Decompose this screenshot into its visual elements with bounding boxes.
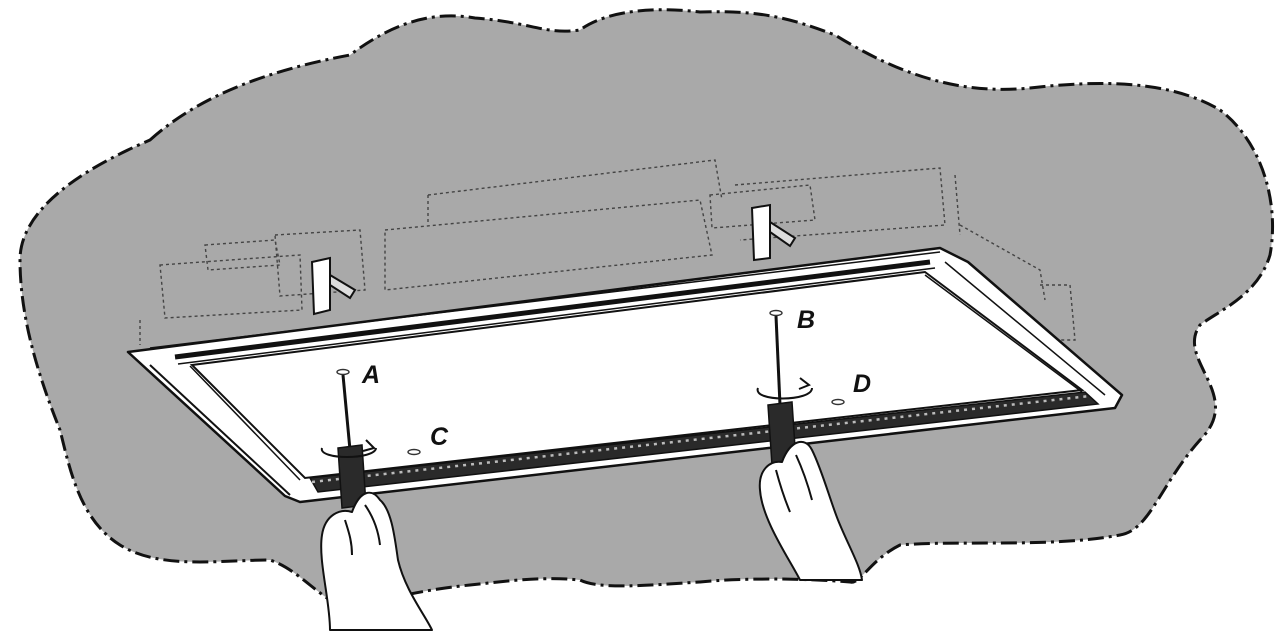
label-a: A	[361, 361, 380, 389]
label-b: B	[797, 306, 815, 334]
screw-holes	[336, 309, 845, 456]
hidden-housing-parts	[139, 159, 1076, 345]
label-d: D	[853, 370, 871, 398]
mounting-bracket-right	[750, 203, 797, 262]
hand-right	[758, 440, 863, 581]
hand-left	[320, 491, 433, 631]
grille-slots	[311, 394, 1091, 484]
mounting-bracket-left	[310, 256, 357, 316]
screw-hole-d	[831, 398, 845, 406]
screw-hole-a	[336, 368, 350, 376]
screw-hole-b	[769, 309, 783, 317]
inner-panel	[189, 270, 1085, 480]
screwdriver-left	[321, 374, 377, 509]
label-c: C	[430, 423, 449, 451]
frame-rails	[149, 251, 1106, 496]
screw-hole-c	[407, 448, 421, 456]
